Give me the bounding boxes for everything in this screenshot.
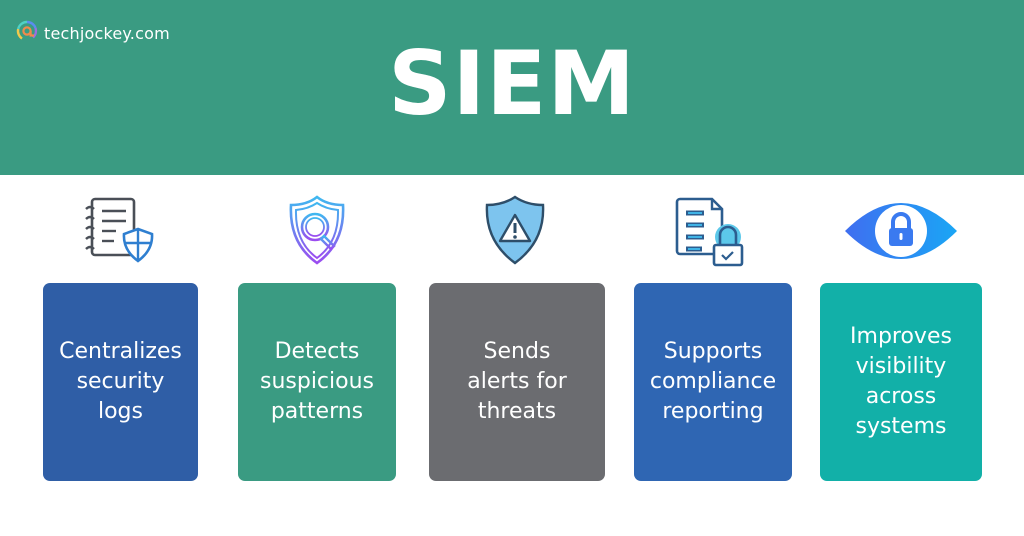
page-title: SIEM [388, 32, 636, 135]
brand-name: techjockey.com [44, 24, 170, 43]
brand: techjockey.com [16, 20, 170, 47]
shield-magnifier-icon [272, 190, 362, 272]
header-banner: techjockey.com SIEM [0, 0, 1024, 175]
feature-card-detects-patterns: Detects suspicious patterns [238, 283, 396, 481]
feature-card-sends-alerts: Sends alerts for threats [429, 283, 605, 481]
techjockey-logo-icon [16, 20, 38, 47]
eye-lock-icon [842, 190, 960, 272]
feature-card-centralizes-logs: Centralizes security logs [43, 283, 198, 481]
feature-card-improves-visibility: Improves visibility across systems [820, 283, 982, 481]
shield-warning-icon [470, 190, 560, 272]
notebook-shield-icon [75, 190, 165, 272]
feature-card-text: Supports compliance reporting [649, 339, 777, 424]
document-lock-icon [665, 190, 755, 272]
feature-card-text: Centralizes security logs [59, 339, 182, 424]
feature-card-text: Detects suspicious patterns [259, 339, 375, 424]
feature-card-text: Sends alerts for threats [467, 339, 567, 424]
feature-card-text: Improves visibility across systems [850, 324, 952, 439]
feature-card-supports-compliance: Supports compliance reporting [634, 283, 792, 481]
